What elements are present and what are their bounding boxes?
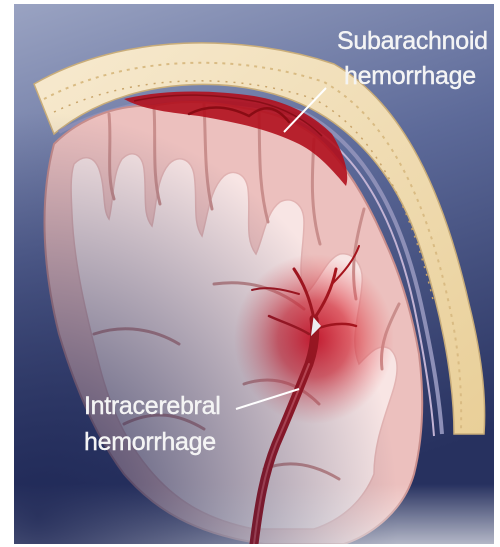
intracerebral-label-line1: Intracerebral	[84, 392, 220, 420]
intracerebral-label-line2: hemorrhage	[84, 428, 216, 456]
anatomy-illustration: Subarachnoid hemorrhage Intracerebral he…	[14, 4, 494, 544]
brain-hemorrhage-diagram: Subarachnoid hemorrhage Intracerebral he…	[14, 4, 494, 544]
subarachnoid-label-line1: Subarachnoid	[337, 27, 488, 55]
subarachnoid-label-line2: hemorrhage	[344, 62, 476, 90]
